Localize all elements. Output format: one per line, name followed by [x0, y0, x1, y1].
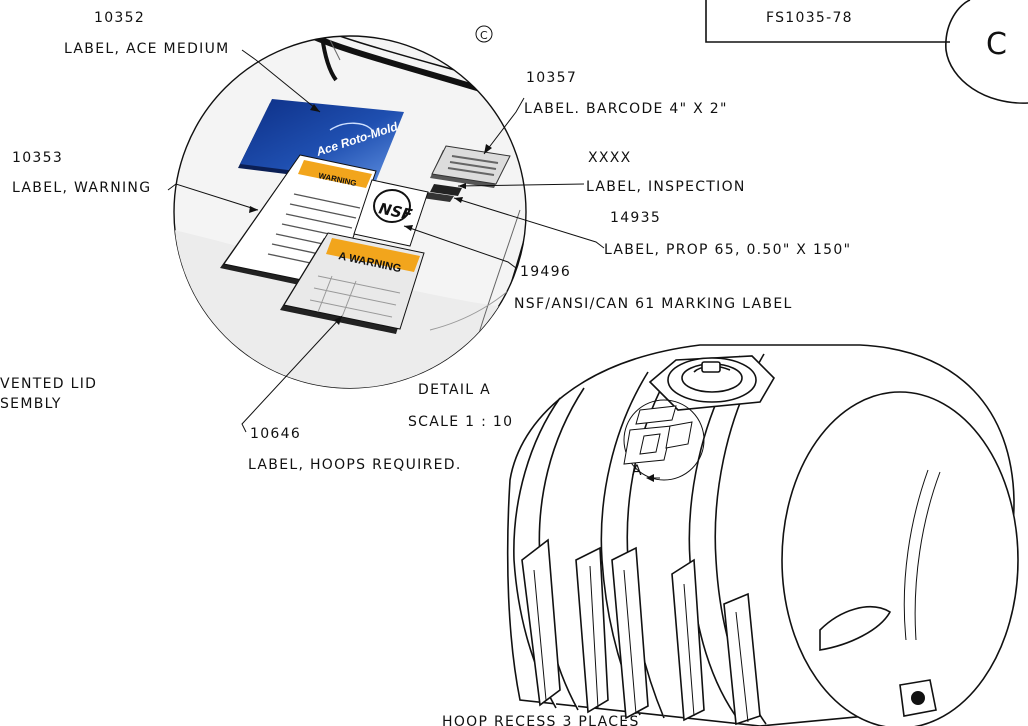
- callout-10357-number: 10357: [526, 70, 577, 86]
- callout-xxxx-number: XXXX: [588, 150, 632, 166]
- callout-10353-desc: LABEL, WARNING: [12, 180, 151, 196]
- hoops-label-art: A WARNING: [280, 232, 425, 334]
- callouts: 10352 LABEL, ACE MEDIUM 10357 LABEL. BAR…: [0, 10, 851, 726]
- callout-10353-number: 10353: [12, 150, 63, 166]
- section-marker: A: [632, 463, 643, 479]
- callout-19496-number: 19496: [520, 264, 571, 280]
- callout-14935-desc: LABEL, PROP 65, 0.50" X 150": [604, 242, 851, 258]
- callout-xxxx-desc: LABEL, INSPECTION: [586, 179, 746, 195]
- detail-marker: C: [480, 29, 488, 42]
- callout-10646-desc: LABEL, HOOPS REQUIRED.: [248, 457, 462, 473]
- brand-label-art: Ace Roto-Mold: [238, 99, 404, 185]
- callout-14935-number: 14935: [610, 210, 661, 226]
- prop65-label-art: [422, 192, 454, 202]
- callout-10357-desc: LABEL. BARCODE 4" X 2": [524, 101, 728, 117]
- lid-note-line1: VENTED LID: [0, 376, 97, 392]
- lid-note-line2: SEMBLY: [0, 396, 62, 412]
- hoop-recess-note: HOOP RECESS 3 PLACES: [442, 714, 640, 726]
- inspection-label-art: [430, 184, 462, 196]
- callout-10646-number: 10646: [250, 426, 301, 442]
- nsf-label-art: NSF: [353, 179, 429, 247]
- callout-19496-desc: NSF/ANSI/CAN 61 MARKING LABEL: [514, 296, 793, 312]
- detail-name: DETAIL A: [418, 382, 491, 398]
- drawing-number: FS1035-78: [766, 10, 853, 26]
- detail-view: C Ace Roto-Mold WARNING: [173, 25, 527, 389]
- detail-scale: SCALE 1 : 10: [408, 414, 513, 430]
- revision-letter: C: [986, 27, 1007, 62]
- barcode-label-art: [430, 145, 511, 188]
- callout-10352-desc: LABEL, ACE MEDIUM: [64, 41, 230, 57]
- tank-view: A: [506, 344, 1019, 726]
- callout-10352-number: 10352: [94, 10, 145, 26]
- leader-lines: [167, 49, 605, 433]
- title-block: FS1035-78 C: [705, 0, 1028, 104]
